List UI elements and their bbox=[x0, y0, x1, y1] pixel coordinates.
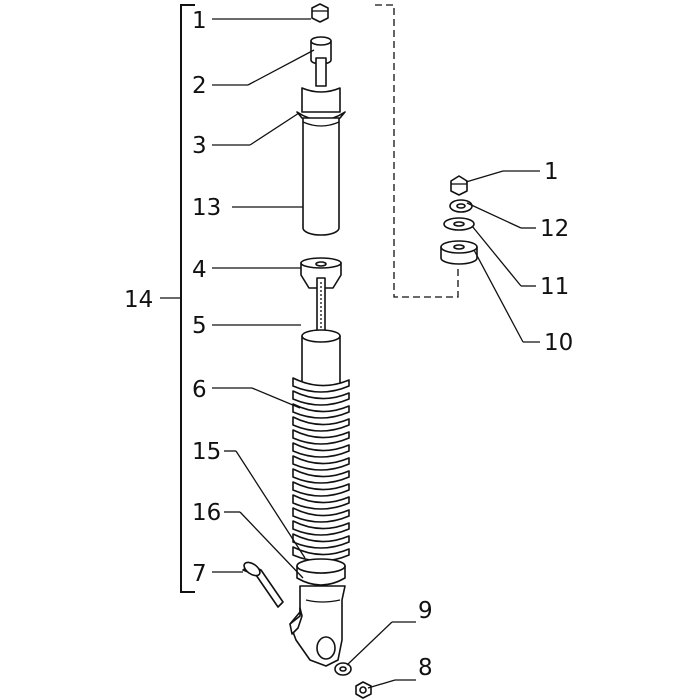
lower-nut bbox=[355, 681, 372, 699]
spring-coil bbox=[292, 494, 350, 510]
callout-15: 15 bbox=[192, 439, 221, 465]
spring-coil bbox=[292, 533, 350, 549]
callout-6: 6 bbox=[192, 377, 207, 403]
mounting-bolt bbox=[242, 561, 284, 608]
callout-14: 14 bbox=[124, 287, 153, 313]
callout-11: 11 bbox=[540, 274, 569, 300]
callout-5: 5 bbox=[192, 313, 207, 339]
spring-coil bbox=[292, 390, 350, 406]
rubber-bumper bbox=[300, 257, 342, 289]
spring-coil bbox=[292, 468, 350, 484]
spring-coil bbox=[292, 546, 350, 562]
lower-mount bbox=[289, 585, 346, 667]
spring-coil bbox=[292, 377, 350, 393]
right-washer bbox=[449, 199, 473, 213]
callout-7: 7 bbox=[192, 561, 207, 587]
callout-4: 4 bbox=[192, 257, 207, 283]
spring-coil bbox=[292, 481, 350, 497]
callout-3: 3 bbox=[192, 133, 207, 159]
callout-9: 9 bbox=[418, 598, 433, 624]
right-nut bbox=[450, 175, 468, 196]
rubber-bushing bbox=[440, 240, 478, 265]
damper-body bbox=[301, 329, 341, 389]
callout-10: 10 bbox=[544, 330, 573, 356]
spring-coil bbox=[292, 507, 350, 523]
leader-lines bbox=[212, 18, 540, 689]
coil-spring bbox=[292, 377, 350, 562]
piston-rod bbox=[316, 277, 326, 337]
spring-coil bbox=[292, 429, 350, 445]
lower-spring-seat bbox=[296, 558, 346, 586]
spring-coil bbox=[292, 455, 350, 471]
spring-coil bbox=[292, 520, 350, 536]
callout-8: 8 bbox=[418, 655, 433, 681]
top-nut bbox=[311, 3, 329, 23]
callout-13: 13 bbox=[192, 195, 221, 221]
callout-1-top: 1 bbox=[192, 8, 207, 34]
callout-2: 2 bbox=[192, 73, 207, 99]
callout-1-right: 1 bbox=[544, 159, 559, 185]
spring-coil bbox=[292, 416, 350, 432]
dashed-connection-line bbox=[375, 4, 459, 298]
top-stud bbox=[315, 57, 327, 87]
upper-cover-tube bbox=[302, 117, 340, 236]
callout-16: 16 bbox=[192, 500, 221, 526]
washer bbox=[334, 662, 352, 676]
spring-coil bbox=[292, 442, 350, 458]
spring-coil bbox=[292, 403, 350, 419]
rubber-washer bbox=[443, 217, 475, 231]
callout-12: 12 bbox=[540, 216, 569, 242]
